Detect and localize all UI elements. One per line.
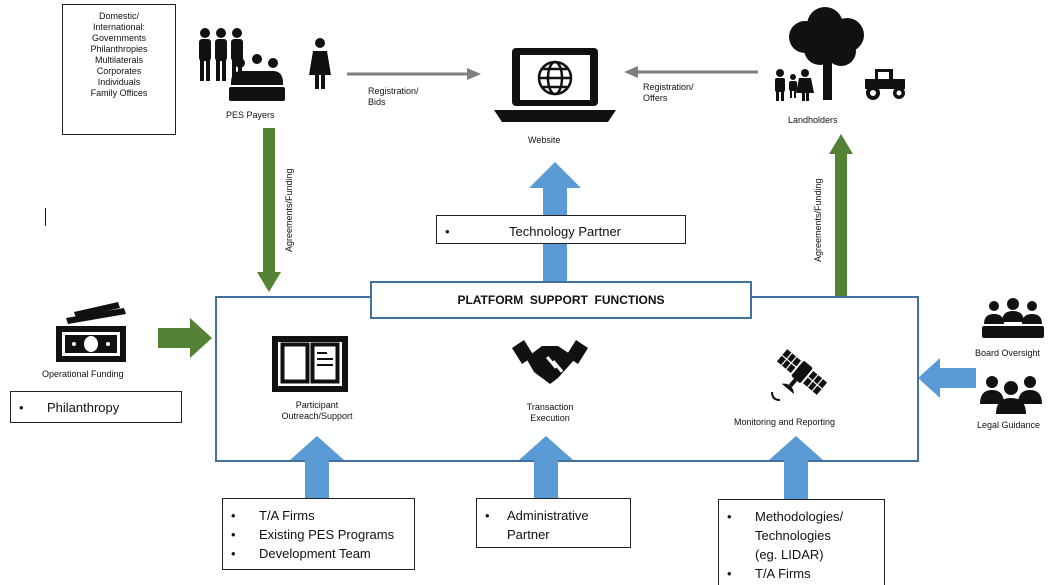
philanthropy-box: Philanthropy (10, 391, 182, 423)
transaction-up-arrow (519, 436, 573, 498)
payer-type: Family Offices (90, 88, 148, 98)
payer-type: Governments (91, 33, 147, 43)
operational-funding-arrow (158, 318, 212, 358)
agreements-funding-right-label: Agreements/Funding (813, 178, 823, 262)
agreements-funding-down-arrow (257, 128, 281, 292)
money-icon (56, 302, 126, 362)
transaction-label: Transaction Execution (526, 402, 574, 423)
monitoring-partners-box: Methodologies/ Technologies (eg. LIDAR) … (718, 499, 885, 585)
landholders-label: Landholders (788, 115, 838, 125)
registration-bids-arrow (347, 68, 481, 80)
partner-item: Development Team (223, 544, 414, 563)
board-oversight-label: Board Oversight (975, 348, 1041, 358)
partner-item: Methodologies/ Technologies (eg. LIDAR) (719, 507, 855, 564)
pes-payers-icon (199, 28, 331, 101)
payer-type: International: (92, 22, 146, 32)
payer-type: Domestic/ (98, 11, 139, 21)
legal-guidance-label: Legal Guidance (977, 420, 1041, 430)
payer-type: Philanthropies (90, 44, 148, 54)
legal-guidance-icon (980, 376, 1042, 414)
payer-types-box: Domestic/ International: Governments Phi… (62, 4, 176, 135)
oversight-arrow (918, 358, 976, 398)
payer-type: Multilaterals (94, 55, 143, 65)
payer-type: Corporates (96, 66, 142, 76)
technology-partner-box: Technology Partner (436, 215, 686, 244)
monitoring-up-arrow (769, 436, 823, 500)
registration-bids-label: Registration/ Bids (368, 86, 419, 107)
payer-type: Individuals (97, 77, 141, 87)
partner-item: Administrative Partner (477, 506, 617, 544)
laptop-globe-icon (494, 48, 616, 122)
partner-item: T/A Firms (719, 564, 884, 583)
text-cursor (45, 208, 46, 226)
website-label: Website (528, 135, 561, 145)
monitoring-label: Monitoring and Reporting (734, 417, 836, 427)
outreach-label: Participant Outreach/Support (281, 400, 353, 421)
book-icon (272, 336, 348, 392)
philanthropy-item: Philanthropy (11, 398, 181, 417)
platform-title-box: PLATFORM SUPPORT FUNCTIONS (370, 281, 752, 319)
agreements-funding-up-arrow (829, 134, 853, 298)
pes-payers-label: PES Payers (226, 110, 275, 120)
handshake-icon (512, 340, 588, 384)
registration-offers-label: Registration/ Offers (643, 82, 694, 103)
landholders-icon (775, 7, 905, 101)
registration-offers-arrow (624, 66, 758, 78)
operational-funding-label: Operational Funding (42, 369, 124, 379)
outreach-up-arrow (290, 436, 344, 498)
outreach-partners-box: T/A Firms Existing PES Programs Developm… (222, 498, 415, 570)
platform-title: PLATFORM SUPPORT FUNCTIONS (457, 293, 665, 307)
satellite-icon (771, 349, 828, 401)
board-oversight-icon (982, 298, 1044, 338)
partner-item: Existing PES Programs (223, 525, 414, 544)
agreements-funding-left-label: Agreements/Funding (284, 168, 294, 252)
partner-item: T/A Firms (223, 506, 414, 525)
admin-partner-box: Administrative Partner (476, 498, 631, 548)
technology-partner-item: Technology Partner (437, 222, 685, 241)
